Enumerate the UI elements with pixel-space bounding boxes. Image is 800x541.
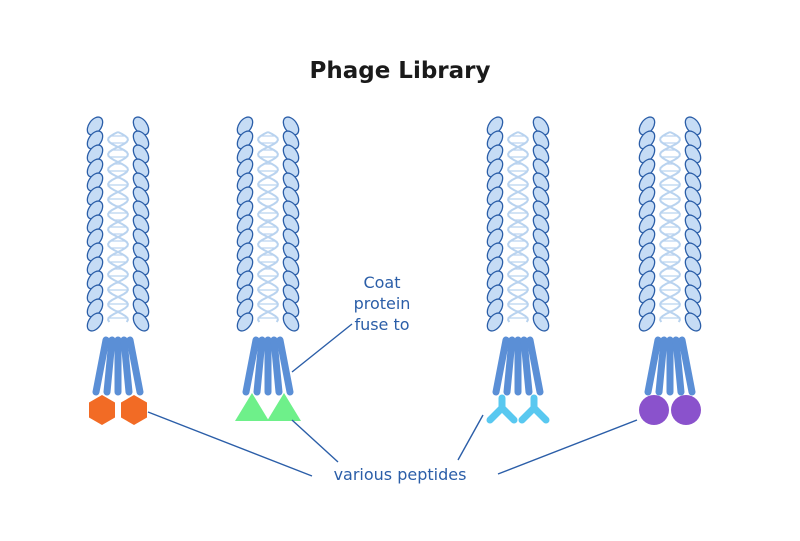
coat-protein-subunit xyxy=(86,312,104,332)
circle-peptide xyxy=(671,395,701,425)
coat-protein-subunit xyxy=(236,312,254,332)
peptide-group xyxy=(639,395,701,425)
peptide-group xyxy=(235,393,301,421)
circle-peptide xyxy=(639,395,669,425)
y-branch-arm xyxy=(530,404,550,424)
phage-3 xyxy=(486,116,550,424)
dna-helix xyxy=(659,131,681,323)
coat-protein-subunit xyxy=(132,312,150,332)
dna-helix xyxy=(257,131,279,323)
peptide-leader-line-4 xyxy=(497,419,638,475)
tail-fiber xyxy=(526,336,544,396)
coat-protein-subunit xyxy=(532,312,550,332)
hexagon-peptide xyxy=(89,395,115,425)
dna-helix xyxy=(507,131,529,323)
tail-fiber xyxy=(242,336,260,396)
tail-fibers xyxy=(242,336,294,396)
coat-protein-label: Coat protein fuse to xyxy=(352,272,412,335)
dna-helix xyxy=(107,131,129,323)
tail-fiber xyxy=(644,336,662,396)
coat-protein-label-line-3: fuse to xyxy=(354,315,410,334)
tail-fiber xyxy=(655,336,668,396)
tail-fiber xyxy=(503,336,516,396)
coat-protein-label-line-1: Coat xyxy=(363,273,401,292)
coat-protein-subunit xyxy=(638,312,656,332)
tail-fibers xyxy=(644,336,696,396)
y-branch-peptide xyxy=(486,394,518,424)
tail-fiber xyxy=(126,336,144,396)
peptide-leader-line-2 xyxy=(291,419,339,463)
tail-fiber xyxy=(492,336,510,396)
diagram-title: Phage Library xyxy=(309,58,491,84)
triangle-peptide xyxy=(267,393,301,421)
triangle-peptide xyxy=(235,393,269,421)
coat-protein-column xyxy=(86,116,150,332)
coat-protein-label-line-2: protein xyxy=(353,294,411,313)
tail-fiber xyxy=(253,336,266,396)
phage-4 xyxy=(638,116,702,425)
phage-1 xyxy=(86,116,150,425)
y-branch-peptide xyxy=(518,394,550,424)
peptide-leader-line-3 xyxy=(457,414,484,461)
tail-fiber xyxy=(120,336,133,396)
y-branch-arm xyxy=(498,404,518,424)
phage-2 xyxy=(235,116,301,421)
peptide-group xyxy=(89,395,147,425)
coat-protein-subunit xyxy=(282,312,300,332)
coat-protein-column xyxy=(638,116,702,332)
tail-fiber xyxy=(103,336,116,396)
tail-fiber xyxy=(270,336,283,396)
coat-protein-subunit xyxy=(486,312,504,332)
peptide-group xyxy=(486,394,550,424)
coat-protein-leader-line xyxy=(291,323,353,373)
tail-fiber xyxy=(520,336,533,396)
tail-fiber xyxy=(92,336,110,396)
tail-fiber xyxy=(276,336,294,396)
coat-protein-column xyxy=(236,116,300,332)
various-peptides-label: various peptides xyxy=(333,465,467,484)
coat-protein-column xyxy=(486,116,550,332)
hexagon-peptide xyxy=(121,395,147,425)
tail-fibers xyxy=(92,336,144,396)
peptide-leader-line-1 xyxy=(147,411,313,477)
tail-fibers xyxy=(492,336,544,396)
tail-fiber xyxy=(678,336,696,396)
coat-protein-subunit xyxy=(684,312,702,332)
tail-fiber xyxy=(672,336,685,396)
